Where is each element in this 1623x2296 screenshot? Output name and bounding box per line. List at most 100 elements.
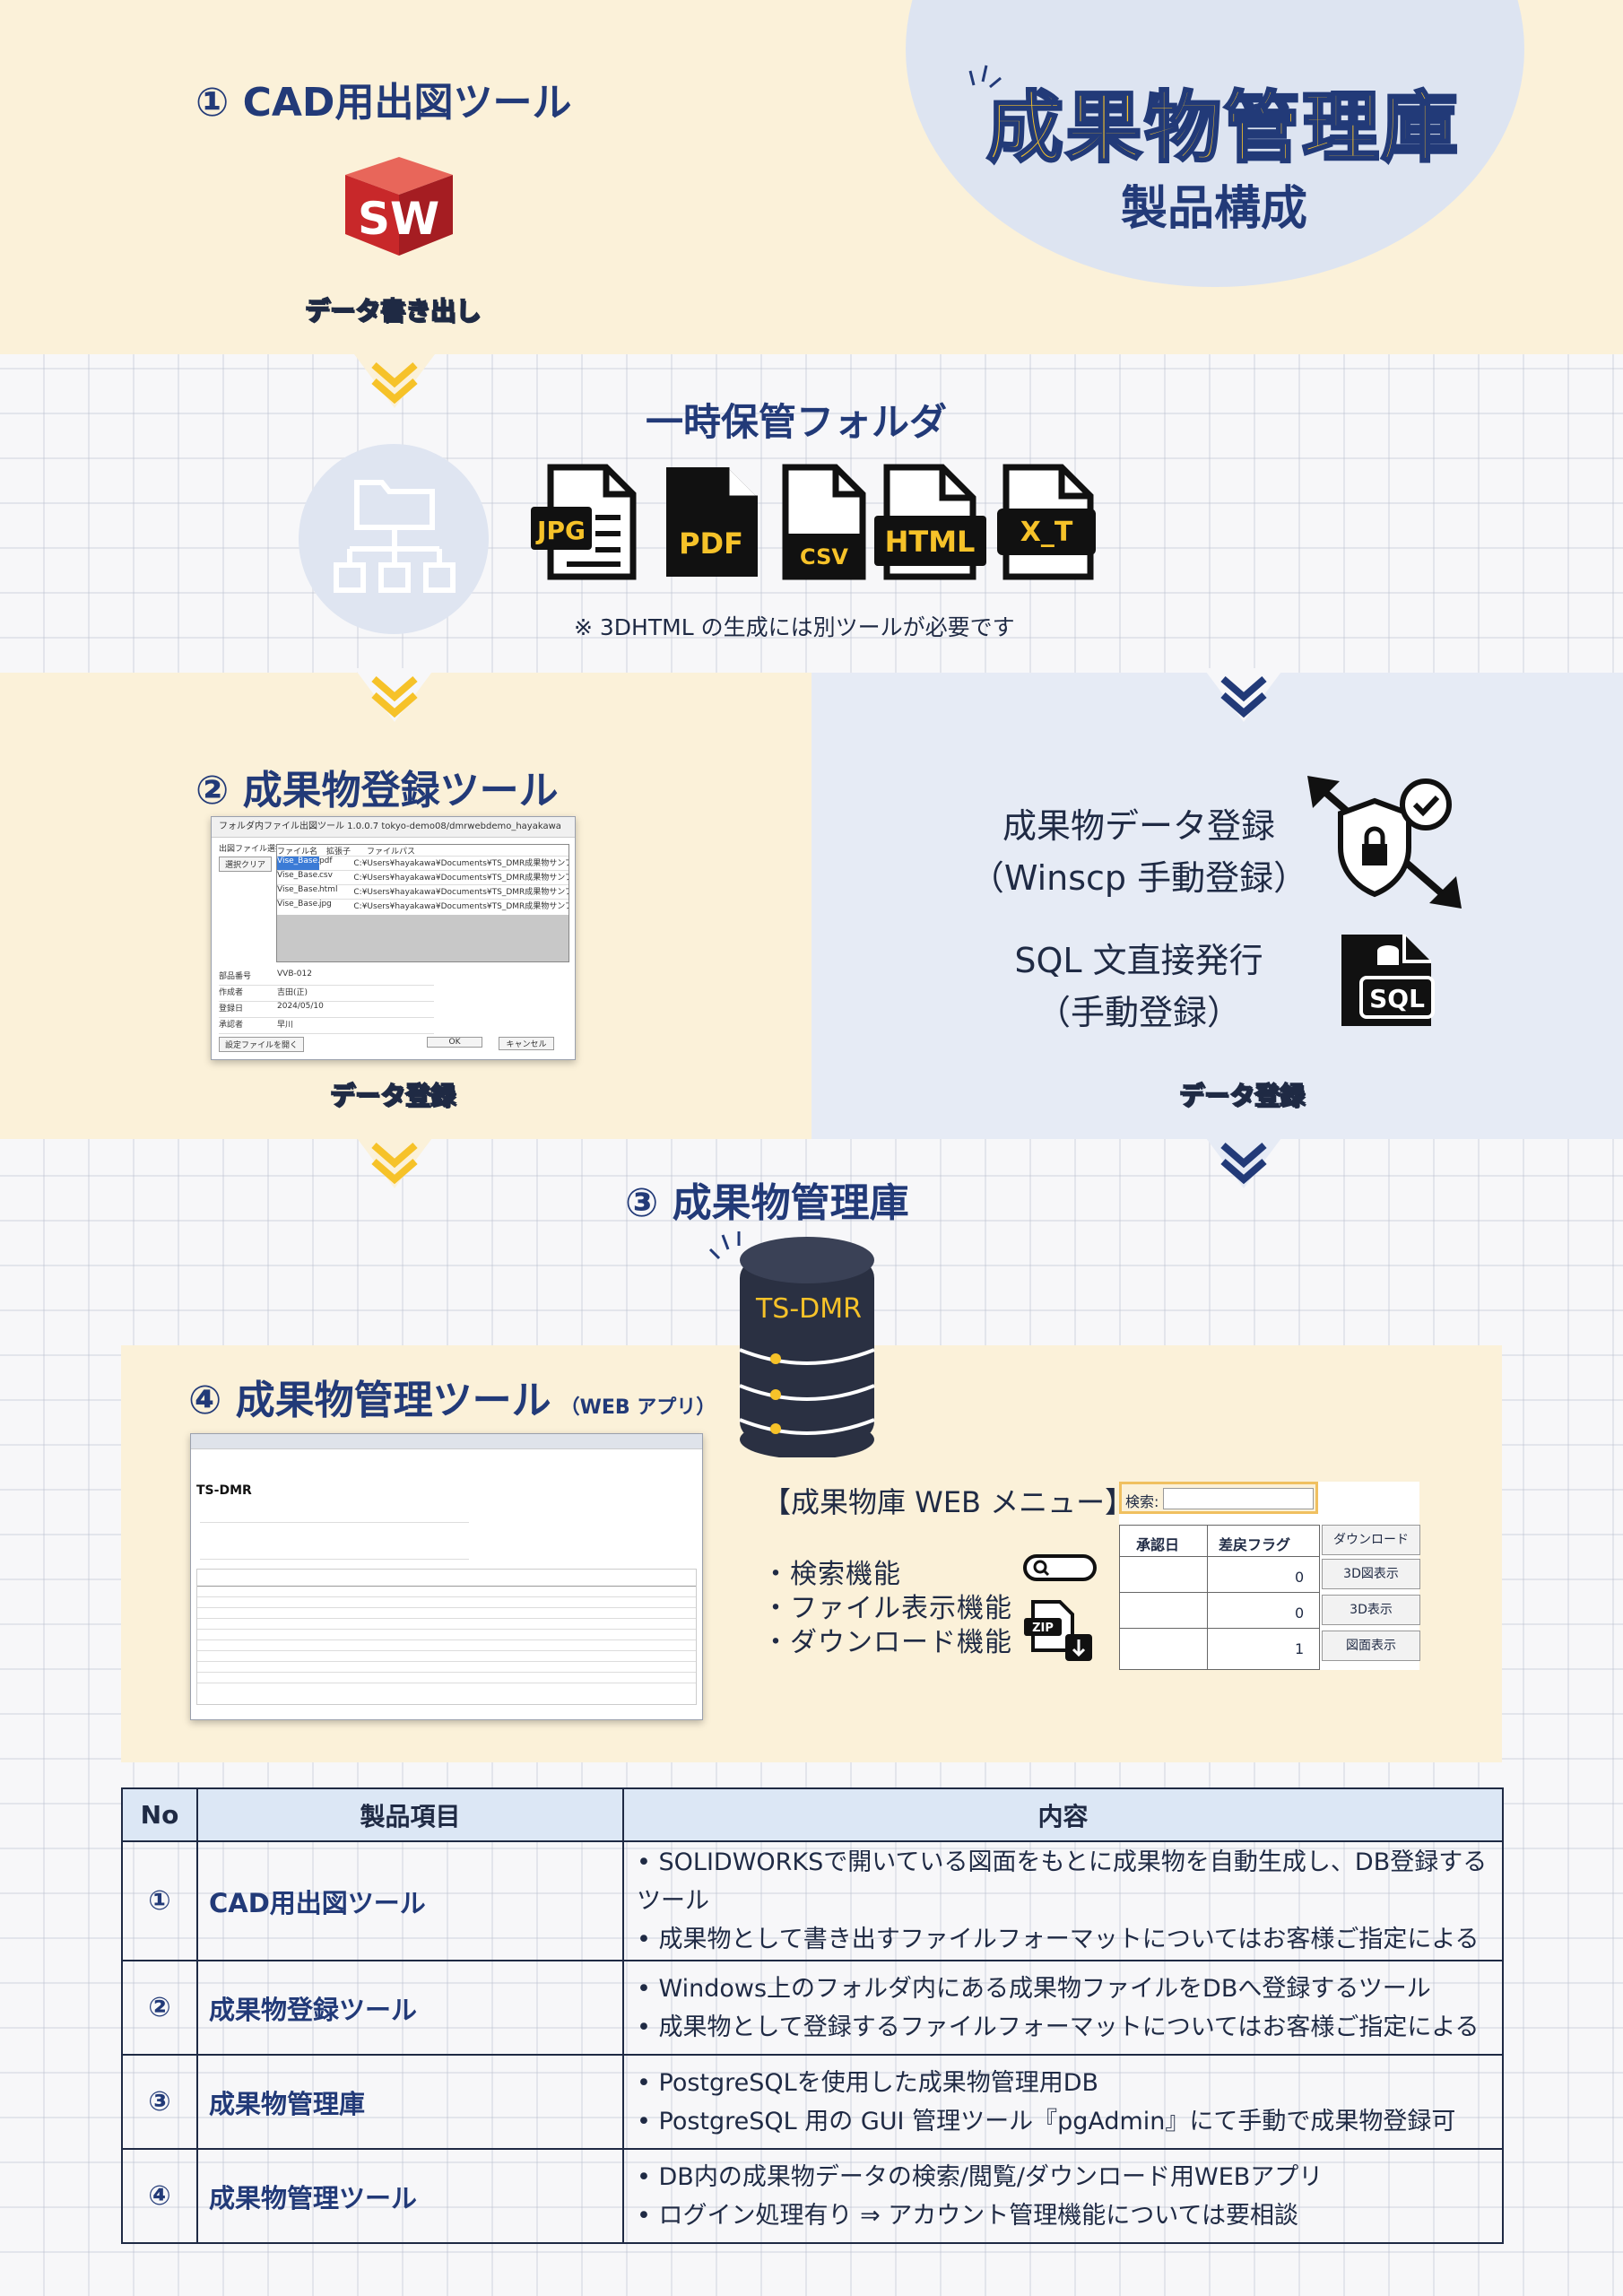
svg-text:HTML: HTML [885, 525, 976, 559]
manual-upload-line1: 成果物データ登録 [1002, 806, 1275, 846]
field-label: 部品番号 [219, 972, 252, 981]
field-label: 承認者 [219, 1021, 244, 1030]
temp-folder-title: 一時保管フォルダ [646, 400, 948, 444]
drawing-view-button[interactable]: 図面表示 [1322, 1631, 1420, 1661]
chevron-down-icon [354, 1135, 435, 1188]
file-ext: csv [318, 871, 333, 880]
file-name: Vise_Base.html [277, 885, 319, 894]
ok-button[interactable]: OK [427, 1037, 482, 1048]
file-row[interactable]: Vise_Base.csv csv C:¥Users¥hayakawa¥Docu… [277, 871, 568, 885]
search-input[interactable] [1163, 1488, 1314, 1509]
right-band [812, 673, 1623, 1139]
file-list-rows: ファイル名 拡張子 ファイルパス Vise_Base.pdf pdf C:¥Us… [277, 845, 568, 915]
search-icon [1023, 1554, 1097, 1581]
row-no: ③ [121, 2054, 198, 2150]
col-approval-date: 承認日 [1136, 1536, 1180, 1553]
file-path: C:¥Users¥hayakawa¥Documents¥TS_DMR成果物サンプ… [353, 902, 568, 911]
table-header-row: No 製品項目 内容 [121, 1787, 1504, 1842]
chevron-down-icon [1203, 668, 1284, 722]
registration-tool-window: フォルダ内ファイル出図ツール 1.0.0.7 tokyo-demo08/dmrw… [211, 816, 576, 1060]
svg-text:JPG: JPG [535, 516, 586, 545]
file-row[interactable]: Vise_Base.jpg jpg C:¥Users¥hayakawa¥Docu… [277, 900, 568, 913]
select-label: 出図ファイル選択 [219, 845, 284, 854]
row-item: CAD用出図ツール [196, 1840, 624, 1961]
svg-text:ZIP: ZIP [1032, 1622, 1054, 1635]
result-table[interactable] [196, 1569, 697, 1705]
manual-upload-line2: （Winscp 手動登録） [969, 858, 1308, 898]
menu-mock: 検索: 承認日 差戻フラグ 0 0 1 ダウンロード 3D図表示 3D表示 図面… [1119, 1482, 1420, 1670]
sql-line2: （手動登録） [1036, 993, 1241, 1032]
xt-file-icon: X_T [997, 464, 1096, 580]
table-row: ④ 成果物管理ツール • DB内の成果物データの検索/閲覧/ダウンロード用WEB… [121, 2148, 1504, 2244]
secure-transfer-icon [1307, 776, 1462, 909]
file-ext: pdf [318, 857, 333, 865]
sql-line1: SQL 文直接発行 [1014, 941, 1263, 980]
row-item: 成果物管理庫 [196, 2054, 624, 2150]
app-name: TS-DMR [196, 1483, 252, 1498]
file-ext: jpg [318, 900, 332, 909]
section3-title: ③ 成果物管理庫 [625, 1180, 909, 1226]
cancel-button[interactable]: キャンセル [499, 1037, 554, 1050]
browser-bar [191, 1434, 702, 1449]
section2-title: ② 成果物登録ツール [195, 768, 559, 813]
filter-area[interactable] [200, 1522, 469, 1560]
register-label-right: データ登録 [1178, 1080, 1306, 1111]
3d-display-button[interactable]: 3D表示 [1322, 1595, 1420, 1625]
svg-text:SQL: SQL [1369, 984, 1425, 1013]
section4-title: ④ 成果物管理ツール（WEB アプリ） [188, 1368, 716, 1425]
clear-selection-button[interactable]: 選択クリア [219, 857, 273, 872]
pdf-file-icon: PDF [666, 467, 758, 577]
download-button[interactable]: ダウンロード [1322, 1525, 1420, 1555]
table-row: ① CAD用出図ツール • SOLIDWORKSで開いている図面をもとに成果物を… [121, 1840, 1504, 1961]
field-label: 登録日 [219, 1004, 244, 1013]
file-list[interactable]: ファイル名 拡張子 ファイルパス Vise_Base.pdf pdf C:¥Us… [276, 844, 569, 962]
feature-file-view: ・ファイル表示機能 [762, 1593, 1012, 1624]
file-row[interactable]: Vise_Base.pdf pdf C:¥Users¥hayakawa¥Docu… [277, 857, 568, 871]
main-title: 成果物管理庫 [985, 83, 1460, 175]
file-row[interactable]: Vise_Base.html html C:¥Users¥hayakawa¥Do… [277, 885, 568, 900]
file-path: C:¥Users¥hayakawa¥Documents¥TS_DMR成果物サンプ… [353, 874, 568, 883]
search-label: 検索: [1125, 1493, 1159, 1510]
file-name: Vise_Base.csv [277, 871, 319, 880]
row-no: ④ [121, 2148, 198, 2244]
row-desc: • DB内の成果物データの検索/閲覧/ダウンロード用WEBアプリ • ログイン処… [622, 2148, 1504, 2244]
window-titlebar: フォルダ内ファイル出図ツール 1.0.0.7 tokyo-demo08/dmrw… [212, 817, 575, 838]
row-desc: • SOLIDWORKSで開いている図面をもとに成果物を自動生成し、DB登録する… [622, 1840, 1504, 1961]
row-desc: • PostgreSQLを使用した成果物管理用DB • PostgreSQL 用… [622, 2054, 1504, 2150]
main-subtitle: 製品構成 [1121, 182, 1308, 236]
col-ext: 拡張子 [326, 848, 352, 857]
open-settings-button[interactable]: 設定ファイルを開く [219, 1037, 305, 1052]
window-title: フォルダ内ファイル出図ツール 1.0.0.7 tokyo-demo08/dmrw… [219, 822, 561, 831]
field-value: 吉田(正) [277, 988, 308, 997]
product-table: No 製品項目 内容 ① CAD用出図ツール • SOLIDWORKSで開いてい… [121, 1787, 1504, 2244]
file-list-header: ファイル名 拡張子 ファイルパス [277, 845, 568, 857]
field-value: VVB-012 [277, 970, 312, 978]
form-field[interactable]: 承認者 早川 [219, 1018, 434, 1034]
section1-title: ① CAD用出図ツール [195, 80, 572, 126]
svg-text:X_T: X_T [1020, 517, 1073, 548]
desc-line: • PostgreSQLを使用した成果物管理用DB [637, 2068, 1099, 2097]
folder-tree-icon [334, 480, 456, 593]
search-box[interactable]: 検索: [1119, 1482, 1318, 1514]
database-icon: TS-DMR [708, 1231, 875, 1457]
field-value: 早川 [277, 1021, 294, 1030]
row-item: 成果物登録ツール [196, 1960, 624, 2056]
field-label: 作成者 [219, 988, 244, 997]
form-field[interactable]: 部品番号 VVB-012 [219, 970, 434, 986]
file-path: C:¥Users¥hayakawa¥Documents¥TS_DMR成果物サンプ… [353, 859, 568, 868]
desc-line: • ログイン処理有り ⇒ アカウント管理機能については要相談 [637, 2201, 1298, 2230]
register-label-left: データ登録 [329, 1080, 456, 1111]
3d-view-button[interactable]: 3D図表示 [1322, 1559, 1420, 1589]
row-item: 成果物管理ツール [196, 2148, 624, 2244]
chevron-down-icon [1203, 1135, 1284, 1188]
form-field[interactable]: 作成者 吉田(正) [219, 986, 434, 1002]
table-row: ③ 成果物管理庫 • PostgreSQLを使用した成果物管理用DB • Pos… [121, 2054, 1504, 2150]
feature-download: ・ダウンロード機能 [762, 1627, 1012, 1658]
desc-line: • Windows上のフォルダ内にある成果物ファイルをDBへ登録するツール [637, 1974, 1431, 2003]
jpg-file-icon: JPG [531, 464, 637, 580]
file-path: C:¥Users¥hayakawa¥Documents¥TS_DMR成果物サンプ… [353, 888, 568, 897]
desc-line: • 成果物として書き出すファイルフォーマットについてはお客様ご指定による [637, 1926, 1480, 1953]
table-row: ② 成果物登録ツール • Windows上のフォルダ内にある成果物ファイルをDB… [121, 1960, 1504, 2056]
